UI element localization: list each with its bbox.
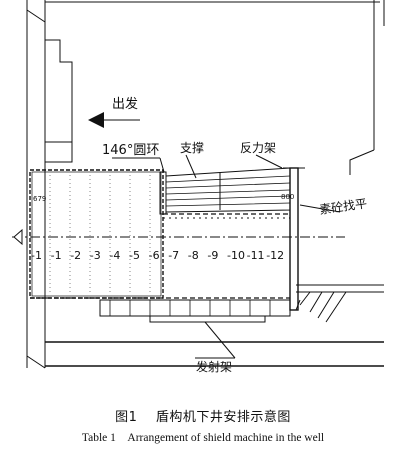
figure-number: 图1 [115,410,138,425]
launch-frame-label: 发射架 [196,359,232,374]
ring-numbers: -1 -1 -2 -3 -4 -5 -6 -7 -8 -9 -10-11-12 [31,249,284,262]
ring-number: -6 [149,249,160,262]
right-wall-step [349,149,375,175]
table-number: Table 1 [81,432,116,444]
axis-marker [13,228,23,246]
shield-body-inner [31,171,162,297]
launch-frame-base [149,315,266,323]
ring-number: -2 [70,249,81,262]
ring-number: -1 [31,249,42,262]
shield-body [29,169,164,299]
reaction-leader [255,154,283,169]
well-wall-left-step [45,39,73,163]
ring-number: -4 [109,249,120,262]
table-caption: Table 1 Arrangement of shield machine in… [0,432,406,444]
support-hatch [165,175,291,207]
shield-body-shading [49,175,151,293]
launch-frame-ties [109,300,271,316]
ring-label: 146°圆环 [102,143,159,158]
dimension-left: 679 [33,195,46,203]
ring-number: -5 [129,249,140,262]
departure-label: 出发 [112,96,138,112]
ring-number: -8 [188,249,199,262]
launch-leader [204,321,236,359]
figure-caption: 图1 盾构机下井安排示意图 [0,406,406,425]
departure-arrow-icon [88,112,104,128]
table-title: Arrangement of shield machine in the wel… [127,432,325,444]
shield-well-diagram: 出发 146°圆环 支撑 反力架 素砼找平 发射架 679 800 -1 -1 -2… [12,0,385,374]
ring-number: -9 [207,249,218,262]
ring-number: -3 [90,249,101,262]
reaction-frame-label: 反力架 [240,141,276,155]
support-label: 支撑 [180,140,204,155]
ring-number: -10 [227,249,245,262]
right-ground-hatch [295,291,347,323]
wall-hatch-2 [26,355,46,369]
ring-number: -7 [168,249,179,262]
wall-hatch-1 [26,9,46,23]
concrete-leader [299,204,341,213]
ring-number: -11 [247,249,265,262]
launch-frame [99,299,291,317]
reaction-frame [289,167,299,311]
ring-number: -1 [51,249,62,262]
ring-leader-drop [159,157,165,173]
ring-number: -12 [266,249,284,262]
dimension-right: 800 [281,193,294,201]
figure-title: 盾构机下井安排示意图 [155,410,291,425]
support-leader [185,154,197,179]
concrete-line-label: 素砼找平 [318,196,367,217]
